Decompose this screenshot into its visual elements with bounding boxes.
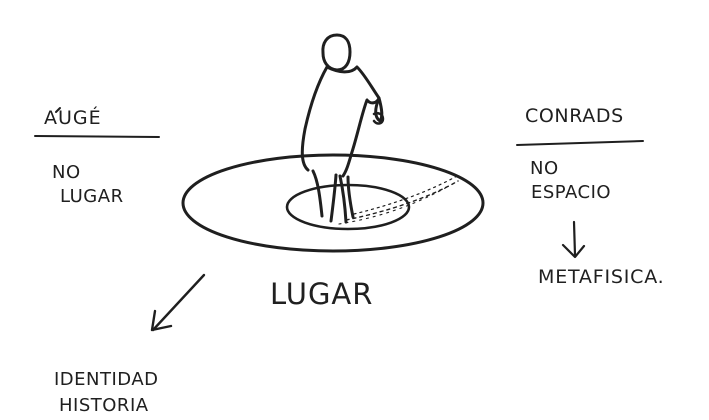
center-label: LUGAR	[270, 280, 373, 309]
right-header-underline	[517, 141, 643, 145]
diagonal-arrow-shaft	[153, 275, 204, 330]
figure-legs	[313, 171, 353, 222]
right-line-3: METAFISICA.	[538, 268, 665, 287]
figure-head	[323, 35, 350, 70]
right-header-text: CONRADS	[525, 107, 624, 126]
left-header-text: AUGÉ	[44, 109, 102, 128]
left-line-1: NO	[52, 164, 81, 182]
bottom-line-2: HISTORIA	[59, 397, 149, 415]
figure-body	[302, 67, 382, 176]
shadow-band-2	[354, 176, 457, 214]
right-line-2: ESPACIO	[531, 184, 611, 202]
left-header-underline	[35, 136, 159, 137]
bottom-line-1: IDENTIDAD	[54, 371, 159, 389]
right-line-1: NO	[530, 160, 559, 178]
down-arrow-head	[563, 245, 584, 257]
down-arrow-shaft	[574, 222, 575, 255]
left-line-2: LUGAR	[60, 188, 124, 206]
